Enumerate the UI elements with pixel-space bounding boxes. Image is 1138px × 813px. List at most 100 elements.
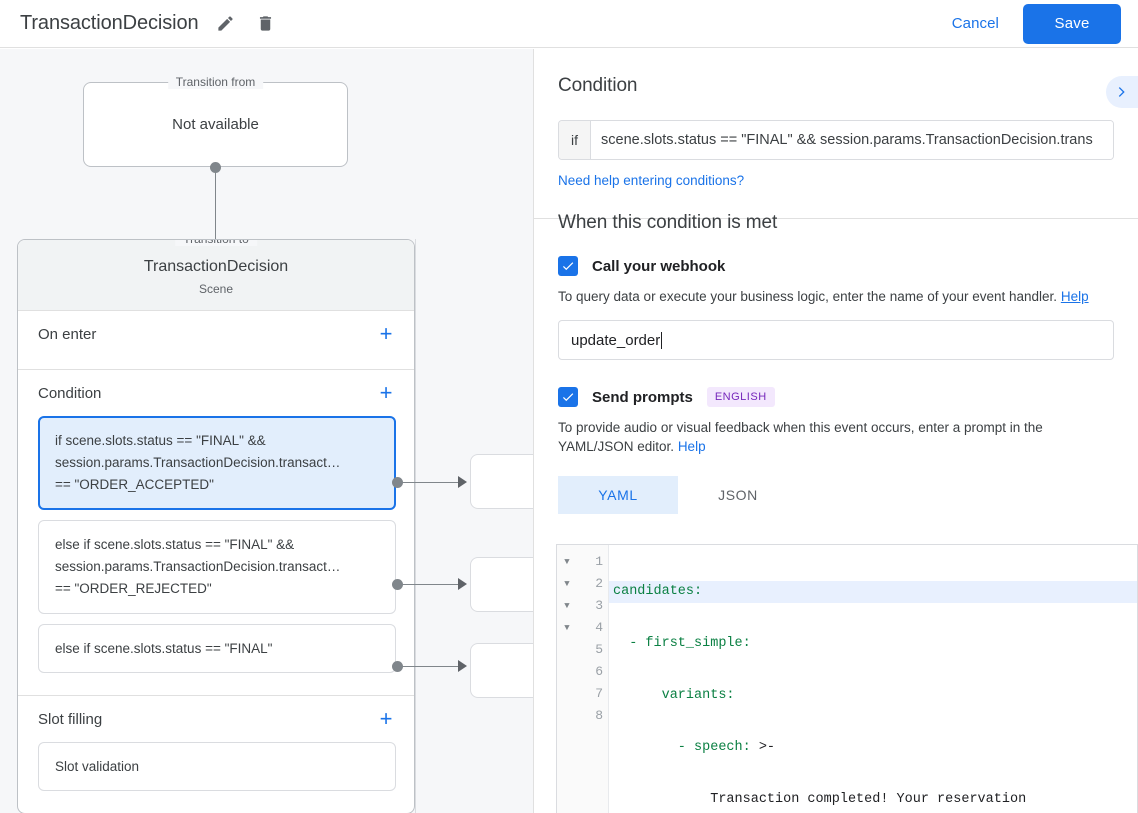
event-handler-value: update_order <box>571 331 661 349</box>
condition-chip-line: session.params.TransactionDecision.trans… <box>55 559 341 574</box>
outgoing-arrow <box>458 660 467 672</box>
outgoing-dot <box>392 579 403 590</box>
yaml-code-editor[interactable]: ▼1 ▼2 ▼3 ▼4 5 6 7 8 candidates: - first_… <box>556 544 1138 813</box>
code-line: - first_simple: <box>609 633 1137 655</box>
condition-chip[interactable]: else if scene.slots.status == "FINAL" <box>38 624 396 673</box>
when-condition-met-heading: When this condition is met <box>558 212 778 233</box>
condition-chip[interactable]: else if scene.slots.status == "FINAL" &&… <box>38 520 396 614</box>
tab-json[interactable]: JSON <box>718 487 758 503</box>
outgoing-arrow <box>458 578 467 590</box>
outgoing-dot <box>392 661 403 672</box>
fold-arrow-icon[interactable]: ▼ <box>564 557 570 567</box>
event-handler-input[interactable]: update_order <box>558 320 1114 360</box>
line-number: 6 <box>595 664 603 679</box>
cancel-button[interactable]: Cancel <box>940 7 1011 40</box>
connector-line-vertical <box>215 167 216 267</box>
tab-yaml[interactable]: YAML <box>558 476 678 514</box>
slot-validation-chip[interactable]: Slot validation <box>38 742 396 791</box>
outgoing-line <box>398 584 460 585</box>
section-header-slot-filling: Slot filling + <box>18 696 414 742</box>
outgoing-arrow <box>458 476 467 488</box>
gutter-line: 5 <box>557 639 608 661</box>
gutter-line: 8 <box>557 705 608 727</box>
send-prompts-checkbox[interactable] <box>558 387 578 407</box>
section-title-slot-filling: Slot filling <box>38 710 103 728</box>
condition-chip-line: == "ORDER_ACCEPTED" <box>55 477 214 492</box>
gutter-line: ▼4 <box>557 617 608 639</box>
prompts-description-text: To provide audio or visual feedback when… <box>558 420 1043 454</box>
section-slot-filling: Slot filling + Slot validation <box>18 696 414 813</box>
line-number: 1 <box>595 554 603 569</box>
webhook-description: To query data or execute your business l… <box>558 287 1114 306</box>
transition-from-legend: Transition from <box>167 75 264 89</box>
editor-gutter: ▼1 ▼2 ▼3 ▼4 5 6 7 8 <box>557 545 609 813</box>
language-badge: ENGLISH <box>706 387 775 407</box>
if-prefix-label: if <box>559 121 591 159</box>
condition-input[interactable]: scene.slots.status == "FINAL" && session… <box>591 121 1113 159</box>
scene-name: TransactionDecision <box>143 258 289 275</box>
pencil-icon[interactable] <box>213 11 239 37</box>
send-prompts-label: Send prompts <box>592 388 693 406</box>
when-condition-met-block: When this condition is met Call your web… <box>534 190 1138 514</box>
condition-input-row: if scene.slots.status == "FINAL" && sess… <box>558 120 1114 160</box>
section-title-condition: Condition <box>38 384 102 402</box>
fold-arrow-icon[interactable]: ▼ <box>564 623 570 633</box>
line-number: 2 <box>595 576 603 591</box>
line-number: 5 <box>595 642 603 657</box>
transition-target-card[interactable] <box>470 454 533 509</box>
code-line: candidates: <box>609 581 1137 603</box>
section-title-on-enter: On enter <box>38 325 97 343</box>
add-condition-button[interactable]: + <box>379 380 393 405</box>
scene-card: Transition to TransactionDecision Scene … <box>17 239 415 813</box>
transition-from-value: Not available <box>172 116 259 133</box>
connector-dot <box>210 162 221 173</box>
condition-chip-line: == "ORDER_REJECTED" <box>55 581 212 596</box>
prompts-help-link[interactable]: Help <box>677 439 706 454</box>
call-webhook-row[interactable]: Call your webhook <box>558 256 1114 276</box>
scene-card-header[interactable]: TransactionDecision Scene <box>18 240 414 311</box>
fold-arrow-icon[interactable]: ▼ <box>564 601 570 611</box>
code-text: >- <box>750 740 776 755</box>
condition-chip-line: else if scene.slots.status == "FINAL" <box>55 641 273 656</box>
transition-target-card[interactable] <box>470 557 533 612</box>
code-line: - speech: >- <box>609 737 1137 759</box>
webhook-help-link[interactable]: Help <box>1060 289 1089 304</box>
gutter-line: ▼2 <box>557 573 608 595</box>
outgoing-line <box>398 482 460 483</box>
scene-type-label: Scene <box>198 282 234 296</box>
line-number: 7 <box>595 686 603 701</box>
save-button[interactable]: Save <box>1023 3 1121 44</box>
outgoing-line <box>398 666 460 667</box>
add-on-enter-button[interactable]: + <box>379 321 393 346</box>
section-condition: Condition + if scene.slots.status == "FI… <box>18 370 414 696</box>
code-text: Transaction completed! Your reservation <box>613 792 1027 807</box>
code-key: - first_simple: <box>613 636 751 651</box>
line-number: 3 <box>595 598 603 613</box>
chevron-right-icon[interactable] <box>1106 76 1138 108</box>
fold-arrow-icon[interactable]: ▼ <box>564 579 570 589</box>
code-line: Transaction completed! Your reservation <box>609 789 1137 811</box>
transition-to-legend: Transition to <box>175 240 257 246</box>
gutter-line: 7 <box>557 683 608 705</box>
section-on-enter: On enter + <box>18 311 414 370</box>
condition-heading: Condition <box>558 75 638 96</box>
section-header-condition: Condition + <box>18 370 414 416</box>
page-title: TransactionDecision <box>20 12 199 34</box>
transition-target-card[interactable] <box>470 643 533 698</box>
prompts-description: To provide audio or visual feedback when… <box>558 418 1114 456</box>
condition-chip-selected[interactable]: if scene.slots.status == "FINAL" && sess… <box>38 416 396 510</box>
condition-chip-line: if scene.slots.status == "FINAL" && <box>55 433 266 448</box>
need-help-conditions-link[interactable]: Need help entering conditions? <box>558 173 745 188</box>
add-slot-filling-button[interactable]: + <box>379 706 393 731</box>
condition-block: Condition if scene.slots.status == "FINA… <box>534 49 1138 190</box>
editor-code-area[interactable]: candidates: - first_simple: variants: - … <box>609 545 1137 813</box>
trash-icon[interactable] <box>253 11 279 37</box>
gutter-line: 6 <box>557 661 608 683</box>
gutter-line: ▼1 <box>557 551 608 573</box>
send-prompts-row[interactable]: Send prompts ENGLISH <box>558 387 1114 407</box>
call-webhook-checkbox[interactable] <box>558 256 578 276</box>
webhook-description-text: To query data or execute your business l… <box>558 289 1058 304</box>
condition-chip-line: session.params.TransactionDecision.trans… <box>55 455 341 470</box>
line-number: 8 <box>595 708 603 723</box>
transition-from-card[interactable]: Transition from Not available <box>83 75 348 167</box>
